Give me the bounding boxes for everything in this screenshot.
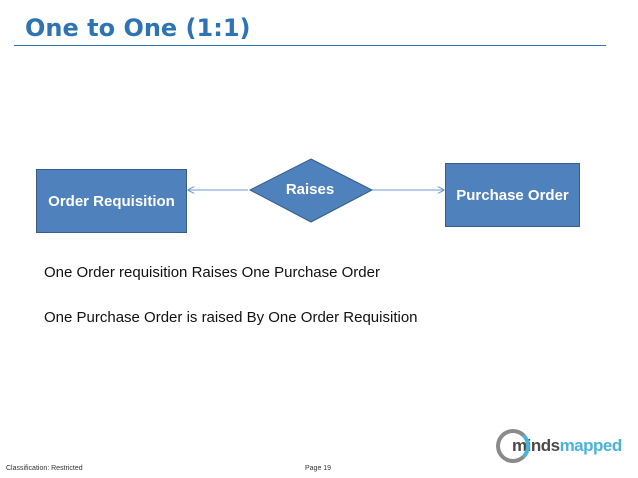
title-underline <box>14 45 606 46</box>
page-number: Page 19 <box>305 465 332 472</box>
classification-label: Classification: Restricted <box>6 465 83 472</box>
statement-2: One Purchase Order is raised By One Orde… <box>44 309 418 326</box>
logo-text-accent: mapped <box>559 436 623 455</box>
entity-order-requisition: Order Requisition <box>36 169 187 233</box>
relationship-diamond <box>248 158 374 223</box>
slide-title: One to One (1:1) <box>25 14 251 42</box>
mindsmapped-logo: mindsmapped <box>496 426 632 466</box>
statement-1: One Order requisition Raises One Purchas… <box>44 264 380 281</box>
entity-purchase-order: Purchase Order <box>445 163 580 227</box>
relationship-label: Raises <box>285 181 335 198</box>
logo-ring-icon <box>496 429 530 463</box>
